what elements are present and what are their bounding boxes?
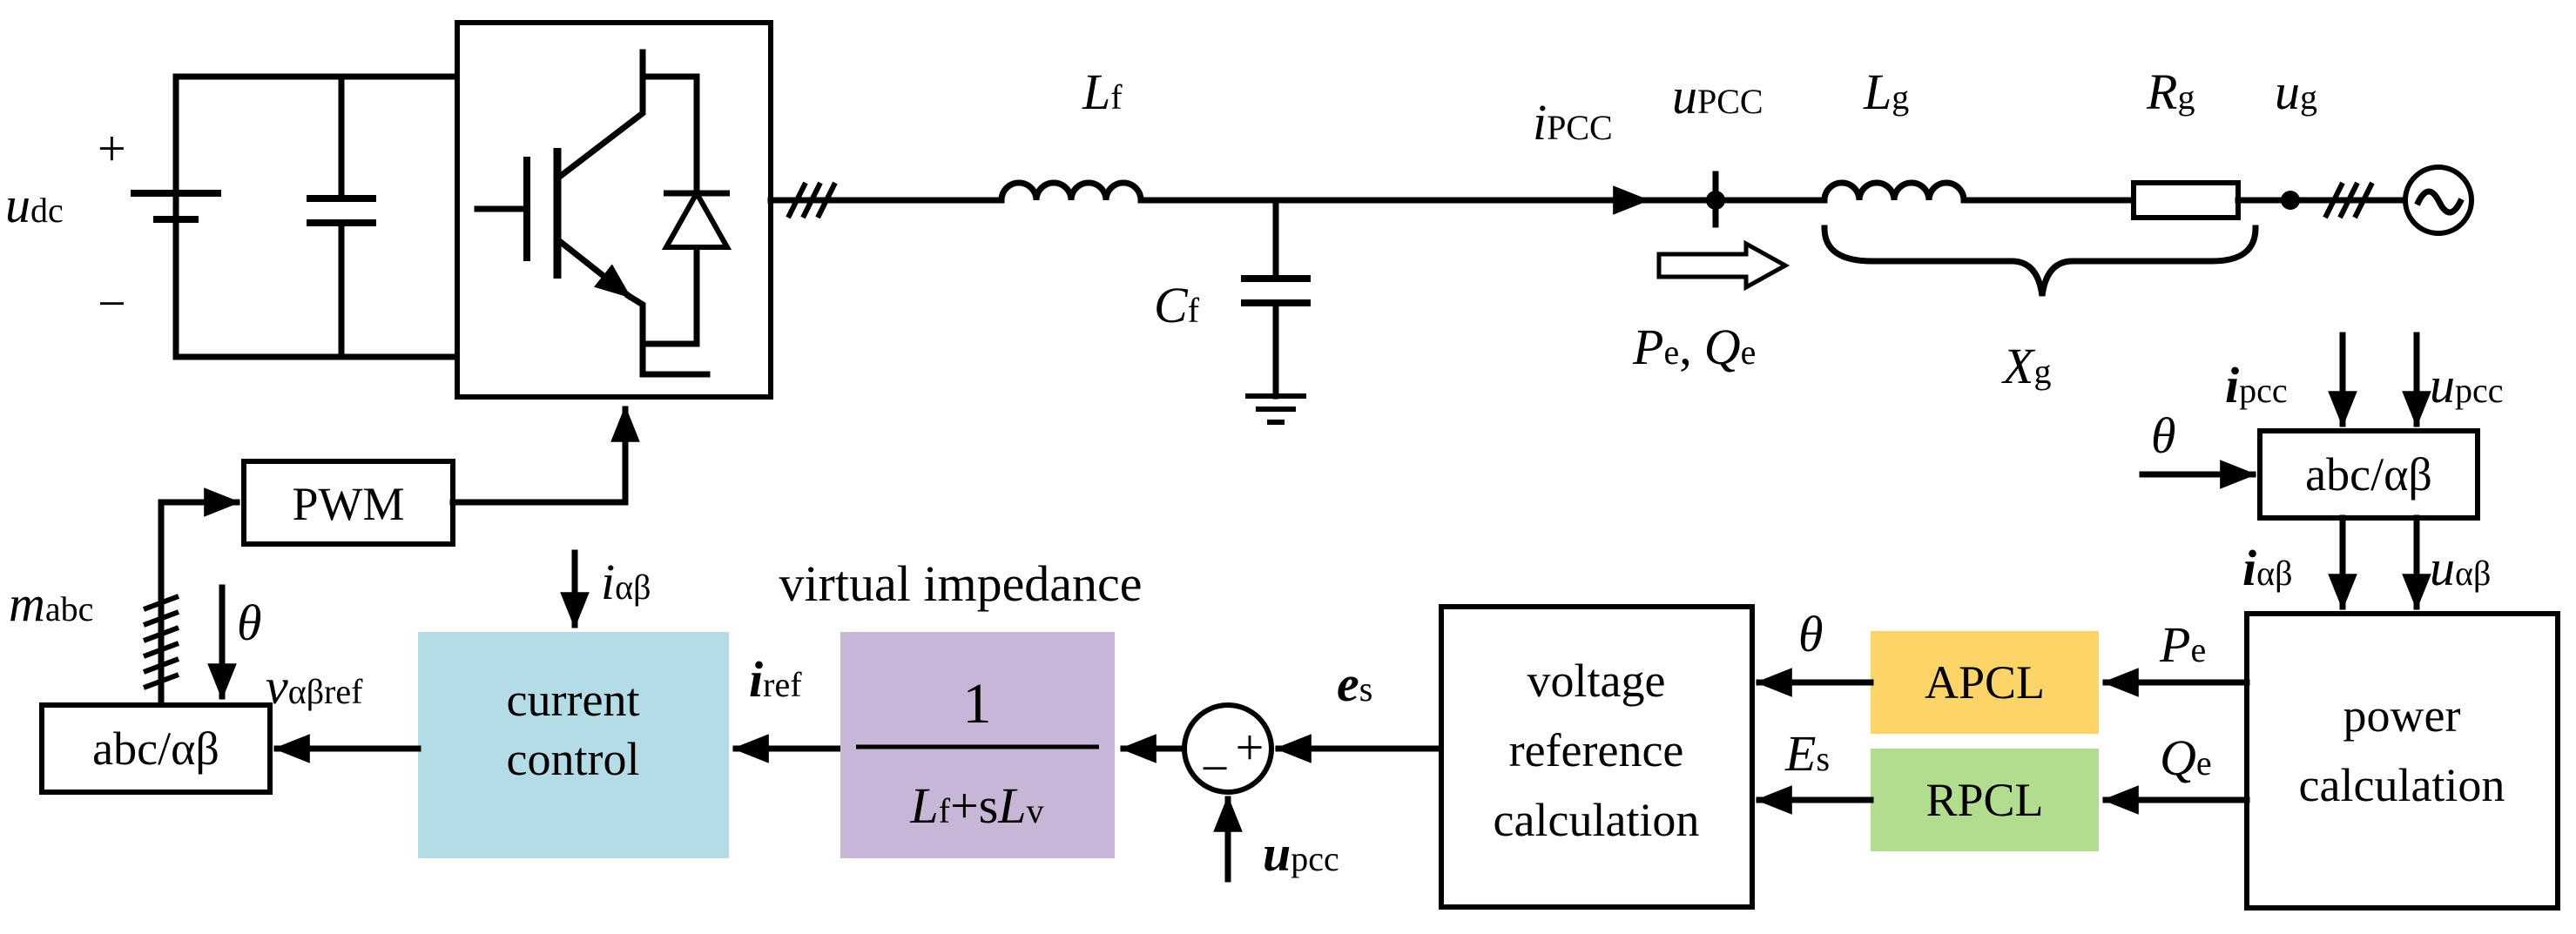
pe-qe-label: Pe,Qe: [1632, 319, 1756, 375]
rpcl-block: [1871, 749, 2099, 851]
dc-link: [131, 73, 461, 360]
i-ref-label: iref: [749, 651, 802, 708]
measure-transform-block: [2257, 428, 2480, 521]
three-phase-slash-2: [2323, 181, 2375, 219]
power-calc-line2: calculation: [2299, 759, 2505, 811]
sum-minus-sign: −: [1201, 740, 1230, 796]
i-pcc-meas-label: ipcc: [2225, 357, 2288, 413]
filter-inductor: [998, 179, 1144, 204]
grid-impedance-brace: [1821, 225, 2259, 297]
power-calc-line1: power: [2343, 689, 2461, 742]
i-alphabeta-label: iαβ: [601, 554, 651, 610]
u-pcc-meas-label: upcc: [2430, 357, 2504, 413]
m-signal-slashes: [142, 594, 180, 690]
pwm-to-bridge-arrow: [449, 405, 640, 506]
theta-out-label: θ: [1798, 606, 1824, 662]
apcl-block: [1871, 631, 2099, 734]
e-s-label: es: [1337, 655, 1372, 712]
v-ref-label: vαβref: [266, 658, 363, 715]
filter-capacitor: [1241, 197, 1311, 400]
theta-left-label: θ: [237, 595, 262, 651]
rpcl-label: RPCL: [1925, 774, 2043, 826]
inverse-transform-block: [39, 702, 273, 795]
u-ab-out-label: uαβ: [2430, 540, 2491, 596]
grid-inductor: [1821, 179, 1967, 204]
vi-denominator: Lf+sLv: [909, 777, 1043, 834]
power-flow-arrow: [1656, 239, 1790, 292]
m-abc-label: mabc: [9, 575, 93, 632]
ground-icon: [1245, 393, 1306, 425]
dc-plus-sign: +: [98, 120, 126, 177]
u-dc-label: udc: [5, 177, 64, 233]
cf-label: Cf: [1154, 277, 1200, 333]
pwm-label: PWM: [292, 478, 404, 530]
inverse-transform-label: abc/αβ: [92, 722, 219, 775]
lg-label: Lg: [1863, 64, 1909, 120]
measure-transform-label: abc/αβ: [2305, 448, 2432, 501]
dc-minus-sign: −: [98, 275, 126, 332]
current-control-block: [418, 632, 729, 858]
pwm-block: [241, 459, 455, 547]
u-pcc-feedback-label: upcc: [1263, 825, 1339, 882]
current-control-line2: control: [507, 733, 640, 785]
virtual-impedance-title: virtual impedance: [779, 555, 1142, 612]
ug-label: ug: [2275, 64, 2317, 120]
sum-plus-sign: +: [1236, 719, 1264, 776]
vref-calc-line2: reference: [1509, 724, 1684, 776]
i-pcc-label: iPCC: [1533, 94, 1613, 151]
inverter-bridge: [455, 20, 773, 400]
grid-node: [2281, 191, 2300, 210]
vi-numerator: 1: [963, 672, 992, 736]
Q-e-label: Qe: [2160, 729, 2212, 786]
rg-label: Rg: [2146, 64, 2195, 120]
grid-resistor: [2131, 180, 2241, 220]
xg-label: Xg: [2001, 338, 2051, 394]
lf-label: Lf: [1082, 64, 1123, 120]
three-phase-slash-1: [786, 181, 838, 219]
current-control-line1: current: [507, 674, 640, 726]
apcl-label: APCL: [1925, 656, 2045, 709]
i-ab-out-label: iαβ: [2242, 540, 2292, 596]
u-pcc-label: uPCC: [1672, 68, 1763, 124]
ac-source-icon: [2403, 165, 2474, 236]
power-calculation-block: [2244, 611, 2560, 910]
P-e-label: Pe: [2159, 616, 2206, 673]
E-s-label: Es: [1784, 725, 1830, 782]
vref-calc-line1: voltage: [1527, 655, 1666, 707]
summing-junction: [1182, 702, 1274, 795]
vref-calc-line3: calculation: [1494, 794, 1700, 846]
theta-right-label: θ: [2151, 407, 2176, 464]
voltage-reference-block: [1439, 604, 1755, 910]
